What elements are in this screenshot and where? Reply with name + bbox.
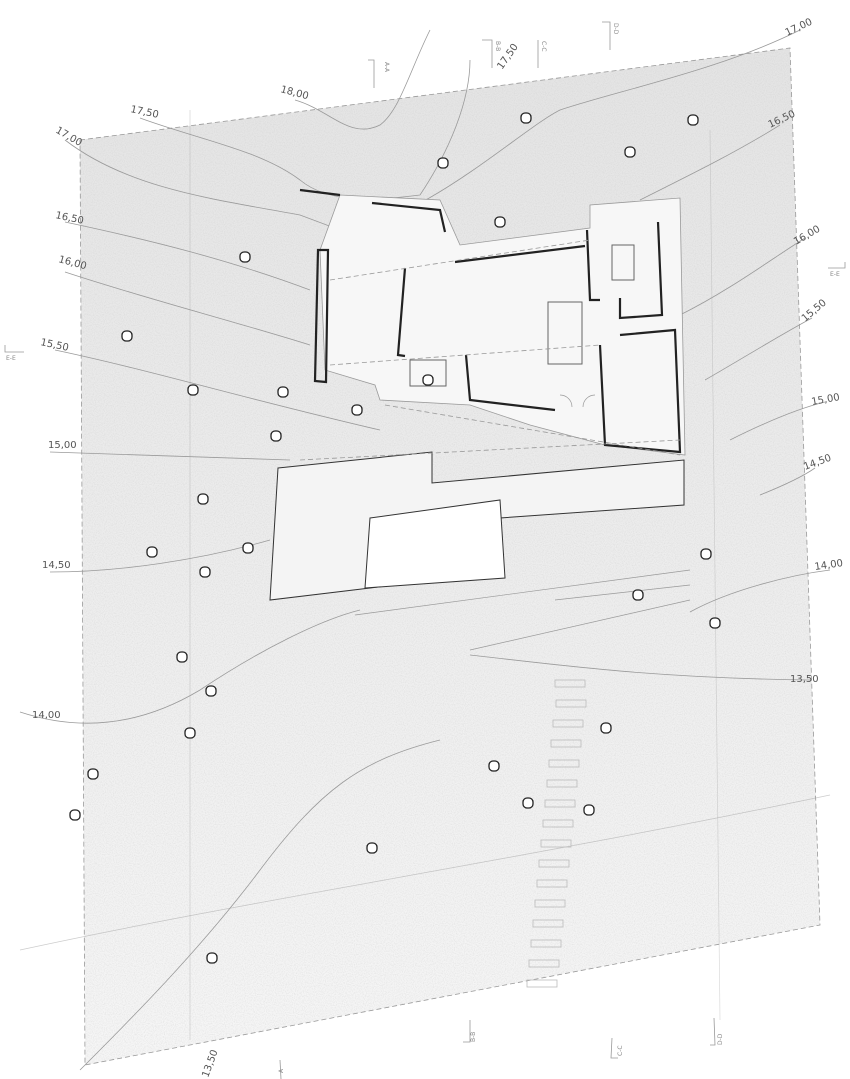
section-label-left: E-E bbox=[6, 355, 16, 362]
tree-symbol bbox=[206, 952, 218, 964]
contour-label: 14,50 bbox=[802, 453, 833, 473]
contour-label: 16,00 bbox=[792, 224, 822, 248]
section-labels: A-A B-B C-C D-D E-E E-E A B-B C-C D-D bbox=[6, 23, 840, 1073]
tree-symbol bbox=[600, 722, 612, 734]
contour-label: 17,00 bbox=[54, 125, 84, 149]
section-label-top: B-B bbox=[494, 41, 501, 51]
section-label-top: D-D bbox=[612, 23, 619, 35]
tree-symbol bbox=[522, 797, 534, 809]
contour-label: 17,50 bbox=[129, 104, 159, 121]
tree-symbol bbox=[184, 727, 196, 739]
section-markers bbox=[4, 21, 846, 1079]
tree-symbol bbox=[121, 330, 133, 342]
contour-label: 14,00 bbox=[32, 710, 61, 721]
tree-symbol bbox=[239, 251, 251, 263]
tree-symbol bbox=[366, 842, 378, 854]
contour-label: 18,00 bbox=[279, 84, 310, 102]
contour-label: 15,50 bbox=[800, 297, 829, 324]
section-label-bottom: C-C bbox=[617, 1045, 624, 1056]
tree-symbol bbox=[146, 546, 158, 558]
contour-label: 13,50 bbox=[200, 1048, 220, 1079]
tree-symbol bbox=[187, 384, 199, 396]
tree-symbol bbox=[488, 760, 500, 772]
tree-symbol bbox=[277, 386, 289, 398]
tree-symbol bbox=[205, 685, 217, 697]
contour-label: 14,00 bbox=[814, 558, 844, 573]
tree-symbol bbox=[624, 146, 636, 158]
tree-symbol bbox=[687, 114, 699, 126]
tree-symbol bbox=[351, 404, 363, 416]
tree-symbol bbox=[270, 430, 282, 442]
section-label-right: E-E bbox=[830, 271, 840, 278]
section-label-bottom: D-D bbox=[717, 1033, 724, 1045]
tree-symbol bbox=[437, 157, 449, 169]
tree-symbol bbox=[197, 493, 209, 505]
contour-label: 15,50 bbox=[39, 337, 69, 354]
tree-symbol bbox=[199, 566, 211, 578]
section-label-top: C-C bbox=[540, 41, 547, 52]
tree-symbol bbox=[87, 768, 99, 780]
tree-symbol bbox=[176, 651, 188, 663]
tree-symbol bbox=[520, 112, 532, 124]
section-label-top: A-A bbox=[383, 62, 390, 73]
stepping-stones bbox=[526, 679, 587, 988]
tree-symbol bbox=[422, 374, 434, 386]
house-plan bbox=[299, 188, 686, 461]
contour-lines bbox=[19, 29, 831, 1071]
trees bbox=[69, 112, 721, 964]
contour-label: 17,00 bbox=[784, 17, 815, 39]
deck bbox=[269, 451, 691, 651]
contour-label: 14,50 bbox=[42, 560, 71, 571]
contour-label: 15,00 bbox=[48, 440, 77, 451]
tree-symbol bbox=[494, 216, 506, 228]
tree-symbol bbox=[700, 548, 712, 560]
tree-symbol bbox=[242, 542, 254, 554]
tree-symbol bbox=[583, 804, 595, 816]
section-label-bottom: B-B bbox=[470, 1032, 477, 1042]
tree-symbol bbox=[709, 617, 721, 629]
site-boundary bbox=[79, 47, 821, 1066]
tree-symbol bbox=[69, 809, 81, 821]
section-label-bottom: A bbox=[278, 1068, 285, 1073]
tree-symbol bbox=[632, 589, 644, 601]
contour-label: 15,00 bbox=[811, 392, 841, 408]
contour-label: 13,50 bbox=[790, 674, 819, 685]
